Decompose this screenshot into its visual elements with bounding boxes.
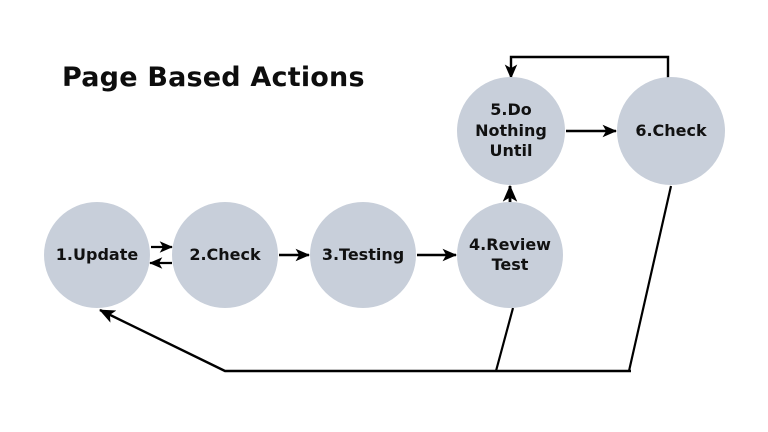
node-update-label: 1.Update [55,244,139,264]
edge-review-to-bottom-rail [494,307,515,372]
node-check-6[interactable]: 6.Check [617,77,725,185]
node-do-nothing-until[interactable]: 5.Do Nothing Until [457,77,565,185]
edge-feedback-to-update [99,308,631,373]
node-check[interactable]: 2.Check [172,202,278,308]
edge-check6-loop-to-donothing [504,55,670,79]
node-check-6-label: 6.Check [635,120,707,140]
node-review-test-label: 4.Review Test [469,234,551,274]
node-testing[interactable]: 3.Testing [310,202,416,308]
node-testing-label: 3.Testing [321,244,405,264]
edge-check6-to-bottom-rail [627,185,673,372]
page-title: Page Based Actions [62,62,365,93]
node-review-test[interactable]: 4.Review Test [457,202,563,308]
node-update[interactable]: 1.Update [44,202,150,308]
node-check-label: 2.Check [189,244,261,264]
node-do-nothing-until-label: 5.Do Nothing Until [475,100,547,161]
